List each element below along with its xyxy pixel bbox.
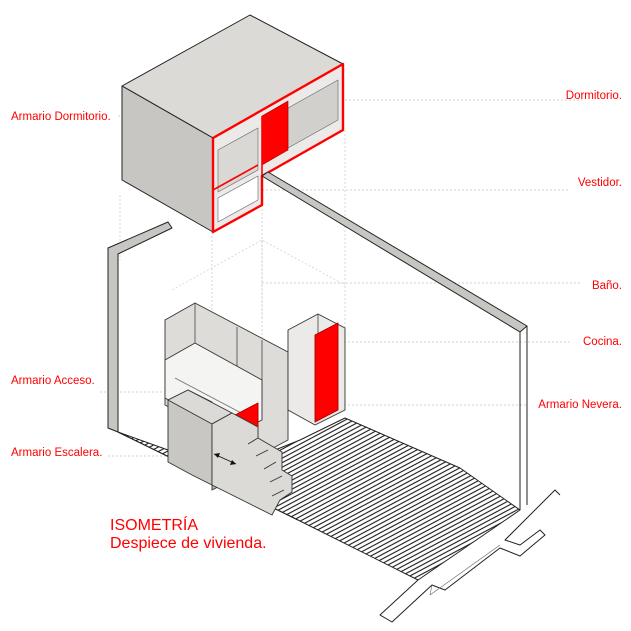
caption-title: ISOMETRÍA	[110, 517, 199, 534]
double-arrow-icon	[213, 453, 237, 465]
lower-floor-shell	[107, 171, 561, 623]
upper-bedroom-module	[121, 14, 345, 234]
label-cocina: Cocina.	[583, 336, 622, 348]
kitchen-bath-blocks	[164, 302, 346, 516]
label-vestidor: Vestidor.	[577, 177, 622, 189]
label-dormitorio: Dormitorio.	[565, 90, 622, 102]
label-armario-nevera: Armario Nevera.	[538, 399, 622, 411]
lower-guide-lines	[171, 239, 346, 320]
drawing-caption: ISOMETRÍA Despiece de vivienda.	[110, 517, 267, 553]
label-armario-dormitorio: Armario Dormitorio.	[11, 111, 111, 123]
label-armario-acceso: Armario Acceso.	[11, 375, 95, 387]
label-armario-escalera: Armario Escalera.	[11, 447, 103, 459]
caption-subtitle: Despiece de vivienda.	[110, 535, 267, 552]
label-bano: Baño.	[591, 280, 622, 292]
